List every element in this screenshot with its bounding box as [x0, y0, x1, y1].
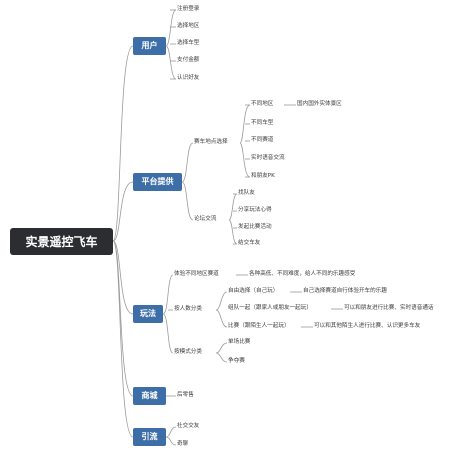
play-by-people[interactable]: 按人数分类 — [174, 305, 202, 312]
forum-item[interactable]: 结交车友 — [238, 239, 261, 246]
link-play-brace — [162, 274, 174, 354]
select-item[interactable]: 不同地区 — [251, 100, 274, 107]
play-experience-detail[interactable]: 各种高低、不同难度，给人不同的乐趣感受 — [249, 270, 356, 277]
mode-item[interactable]: 单场比赛 — [228, 338, 251, 345]
select-item[interactable]: 不同车型 — [251, 119, 274, 126]
play-experience[interactable]: 体验不同地区赛道 — [174, 270, 219, 277]
people-item[interactable]: 比赛（跟陌生人一起玩） — [228, 322, 290, 329]
link-root-platform — [112, 181, 134, 242]
link-people-brace — [215, 291, 228, 328]
branch-platform[interactable]: 平台提供 — [133, 173, 182, 191]
traffic-item[interactable]: 社交交友 — [177, 422, 200, 429]
link-users-brace — [165, 9, 177, 80]
link-forum-brace — [228, 193, 238, 245]
forum-item[interactable]: 发起比赛活动 — [238, 223, 272, 230]
select-region-detail[interactable]: 国内国外实体景区 — [297, 100, 342, 107]
users-item[interactable]: 选择地区 — [177, 22, 200, 29]
link-root-mall — [112, 240, 134, 397]
branch-traffic[interactable]: 引流 — [133, 428, 166, 446]
link-root-traffic — [112, 240, 134, 438]
users-item[interactable]: 选择车型 — [177, 39, 200, 46]
link-root-users — [112, 45, 134, 242]
link-platform-brace — [181, 142, 194, 221]
select-item[interactable]: 实时语音交流 — [251, 154, 285, 161]
link-traffic-brace — [165, 426, 177, 446]
select-item[interactable]: 和朋友PK — [251, 172, 275, 179]
root-node[interactable]: 实景遥控飞车 — [10, 228, 113, 255]
mall-item[interactable]: 后零售 — [177, 391, 194, 398]
link-root-play — [112, 240, 134, 315]
forum-item[interactable]: 找队友 — [238, 189, 255, 196]
link-mode-brace — [215, 342, 228, 363]
people-item-detail[interactable]: 可以和其他陌生人进行比赛、认识更多车友 — [314, 322, 421, 329]
people-item-detail[interactable]: 可以和朋友进行比赛、实时语音通话 — [344, 304, 434, 311]
users-item[interactable]: 支付金额 — [177, 56, 200, 63]
people-item-detail[interactable]: 自己选择赛道自行体验开车的乐趣 — [303, 287, 387, 294]
people-item[interactable]: 自由选择（自己玩） — [228, 287, 279, 294]
branch-mall[interactable]: 商城 — [133, 387, 166, 405]
users-item[interactable]: 认识好友 — [177, 74, 200, 81]
people-item[interactable]: 组队一起（跟家人或朋友一起玩） — [228, 304, 312, 311]
mode-item[interactable]: 争夺赛 — [228, 357, 245, 364]
branch-play[interactable]: 玩法 — [133, 305, 163, 323]
traffic-item[interactable]: 奇聊 — [177, 440, 189, 447]
forum-item[interactable]: 分享玩法心得 — [238, 206, 272, 213]
link-select-brace — [239, 104, 251, 178]
play-by-mode[interactable]: 按模式分类 — [174, 348, 202, 355]
branch-users[interactable]: 用户 — [133, 37, 166, 55]
users-item[interactable]: 注册登录 — [177, 5, 200, 12]
select-item[interactable]: 不同赛道 — [251, 136, 274, 143]
platform-forum[interactable]: 论坛交流 — [194, 215, 217, 222]
platform-select[interactable]: 赛车地点选择 — [194, 138, 228, 145]
